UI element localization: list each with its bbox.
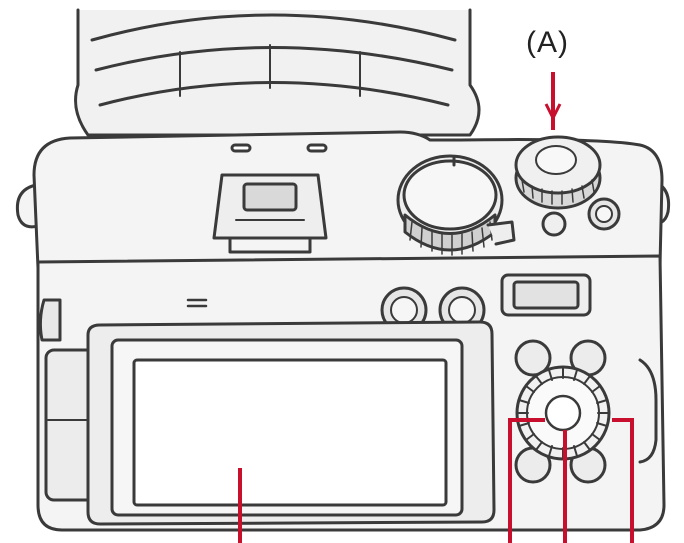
mode-dial[interactable] — [396, 154, 516, 256]
top-button-small[interactable] — [541, 211, 567, 237]
rear-control-dial[interactable] — [515, 365, 611, 461]
strap-lug-left — [15, 183, 40, 229]
callout-leaders — [238, 72, 634, 543]
lens-barrel — [74, 8, 481, 137]
top-control-dial[interactable] — [514, 135, 602, 210]
hot-shoe — [212, 143, 328, 254]
rear-monitor — [86, 320, 496, 526]
rear-button-3[interactable] — [514, 339, 552, 377]
callout-label-a: (A) — [526, 26, 569, 59]
menu-set-button[interactable] — [544, 394, 582, 432]
